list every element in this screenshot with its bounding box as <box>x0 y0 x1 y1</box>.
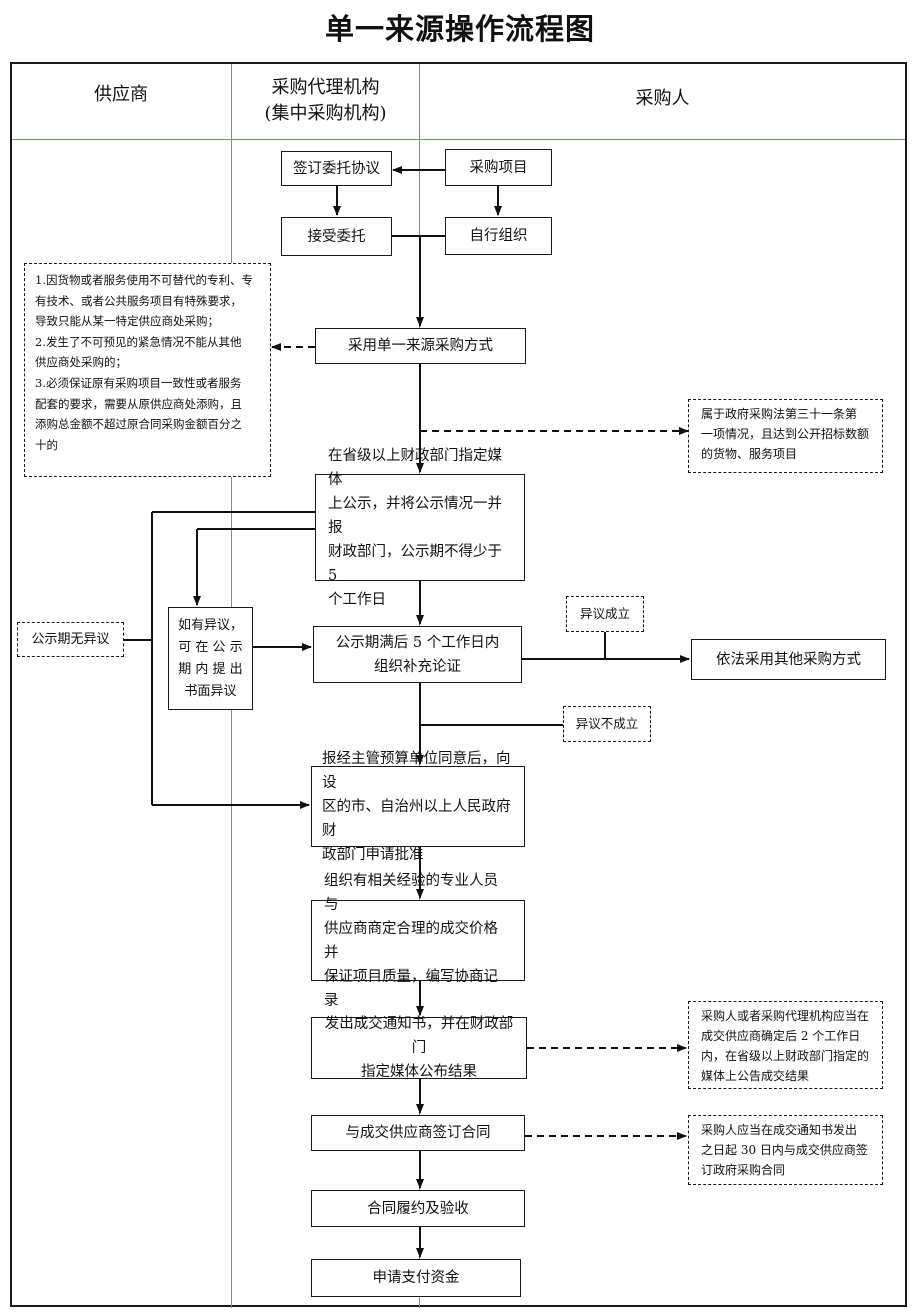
note-conditions-line: 2.发生了不可预见的紧急情况不能从其他 <box>35 334 242 349</box>
node-publicize-line3: 财政部门，公示期不得少于 5 <box>328 543 502 584</box>
node-publicize-line2: 上公示，并将公示情况一并报 <box>328 495 502 536</box>
lane-header-purchaser: 采购人 <box>635 88 690 109</box>
node-apply-approval-line2: 区的市、自治州以上人民政府财 <box>322 798 511 839</box>
node-raise-objection: 如有异议， 可 在 公 示 期 内 提 出 书面异议 <box>168 607 253 710</box>
note-announce-rule-line: 内，在省级以上财政部门指定的 <box>701 1049 870 1063</box>
node-accept-entrust: 接受委托 <box>281 217 392 256</box>
node-raise-objection-line4: 书面异议 <box>184 683 237 699</box>
node-perform-accept: 合同履约及验收 <box>311 1190 525 1227</box>
note-contract-rule-line: 之日起 30 日内与成交供应商签 <box>701 1143 868 1157</box>
note-law-article-line: 属于政府采购法第三十一条第 <box>701 407 858 421</box>
lane-header-supplier: 供应商 <box>94 84 148 105</box>
node-apply-payment: 申请支付资金 <box>311 1259 521 1297</box>
node-raise-objection-line3: 期 内 提 出 <box>178 661 243 677</box>
note-objection-upheld: 异议成立 <box>566 596 644 632</box>
note-law-article-line: 一项情况，且达到公开招标数额 <box>701 427 870 441</box>
note-conditions: 1.因货物或者服务使用不可替代的专利、专 有技术、或者公共服务项目有特殊要求， … <box>24 263 271 477</box>
lane-header-agency-line1: 采购代理机构 <box>271 77 380 98</box>
node-sign-contract: 与成交供应商签订合同 <box>311 1115 525 1151</box>
page-title: 单一来源操作流程图 <box>324 12 595 46</box>
node-raise-objection-line1: 如有异议， <box>177 617 243 633</box>
node-purchase-project: 采购项目 <box>445 149 552 186</box>
note-announce-rule-line: 成交供应商确定后 2 个工作日 <box>701 1029 861 1043</box>
note-announce-rule-line: 采购人或者采购代理机构应当在 <box>701 1009 870 1023</box>
node-apply-approval-line3: 政部门申请批准 <box>322 846 424 863</box>
note-conditions-line: 有技术、或者公共服务项目有特殊要求， <box>35 293 242 308</box>
note-no-objection: 公示期无异议 <box>17 622 124 657</box>
node-publicize-line4: 个工作日 <box>328 591 386 608</box>
node-self-organize: 自行组织 <box>445 217 552 255</box>
node-raise-objection-line2: 可 在 公 示 <box>178 639 243 655</box>
note-conditions-line: 配套的要求，需要从原供应商处添购，且 <box>35 396 242 411</box>
note-conditions-line: 添购总金额不超过原合同采购金额百分之 <box>35 417 242 432</box>
note-law-article-line: 的货物、服务项目 <box>701 447 798 461</box>
note-conditions-line: 十的 <box>35 437 58 452</box>
node-adopt-single-source: 采用单一来源采购方式 <box>315 328 526 364</box>
node-issue-notice-line2: 指定媒体公布结果 <box>361 1064 477 1080</box>
node-sign-entrust: 签订委托协议 <box>281 151 392 186</box>
node-negotiate: 组织有相关经验的专业人员与 供应商商定合理的成交价格并 保证项目质量，编写协商记… <box>311 873 525 1009</box>
lane-header-agency-line2: (集中采购机构) <box>264 103 387 124</box>
note-contract-rule: 采购人应当在成交通知书发出 之日起 30 日内与成交供应商签 订政府采购合同 <box>688 1115 883 1185</box>
note-conditions-line: 导致只能从某一特定供应商处采购； <box>35 314 219 329</box>
node-issue-notice-line1: 发出成交通知书，并在财政部门 <box>324 1016 514 1056</box>
note-conditions-line: 供应商处采购的； <box>35 355 127 370</box>
node-supplementary-review-line1: 公示期满后 5 个工作日内 <box>335 634 500 651</box>
node-supplementary-review-line2: 组织补充论证 <box>373 658 461 675</box>
node-publicize-line1: 在省级以上财政部门指定媒体 <box>328 447 502 488</box>
flowchart-frame <box>10 62 907 1307</box>
note-contract-rule-line: 订政府采购合同 <box>701 1163 786 1177</box>
note-law-article: 属于政府采购法第三十一条第 一项情况，且达到公开招标数额 的货物、服务项目 <box>688 399 883 473</box>
note-objection-rejected: 异议不成立 <box>563 706 651 742</box>
node-other-method: 依法采用其他采购方式 <box>691 639 886 680</box>
note-announce-rule: 采购人或者采购代理机构应当在 成交供应商确定后 2 个工作日 内，在省级以上财政… <box>688 1001 883 1089</box>
note-conditions-line: 1.因货物或者服务使用不可替代的专利、专 <box>35 273 253 287</box>
node-negotiate-line2: 供应商商定合理的成交价格并 <box>324 920 498 961</box>
lane-header-agency: 采购代理机构 (集中采购机构) <box>232 75 419 127</box>
node-apply-approval-line1: 报经主管预算单位同意后，向设 <box>322 750 511 791</box>
node-apply-approval: 报经主管预算单位同意后，向设 区的市、自治州以上人民政府财 政部门申请批准 <box>311 751 525 863</box>
lane-header-divider <box>12 139 905 140</box>
node-negotiate-line1: 组织有相关经验的专业人员与 <box>324 872 498 913</box>
node-issue-notice: 发出成交通知书，并在财政部门 指定媒体公布结果 <box>311 1016 527 1080</box>
note-announce-rule-line: 媒体上公告成交结果 <box>701 1069 810 1083</box>
node-publicize: 在省级以上财政部门指定媒体 上公示，并将公示情况一并报 财政部门，公示期不得少于… <box>315 448 525 608</box>
note-conditions-line: 3.必须保证原有采购项目一致性或者服务 <box>35 375 242 390</box>
node-negotiate-line3: 保证项目质量，编写协商记录 <box>324 968 498 1009</box>
note-contract-rule-line: 采购人应当在成交通知书发出 <box>701 1123 858 1137</box>
node-supplementary-review: 公示期满后 5 个工作日内 组织补充论证 <box>313 626 522 683</box>
